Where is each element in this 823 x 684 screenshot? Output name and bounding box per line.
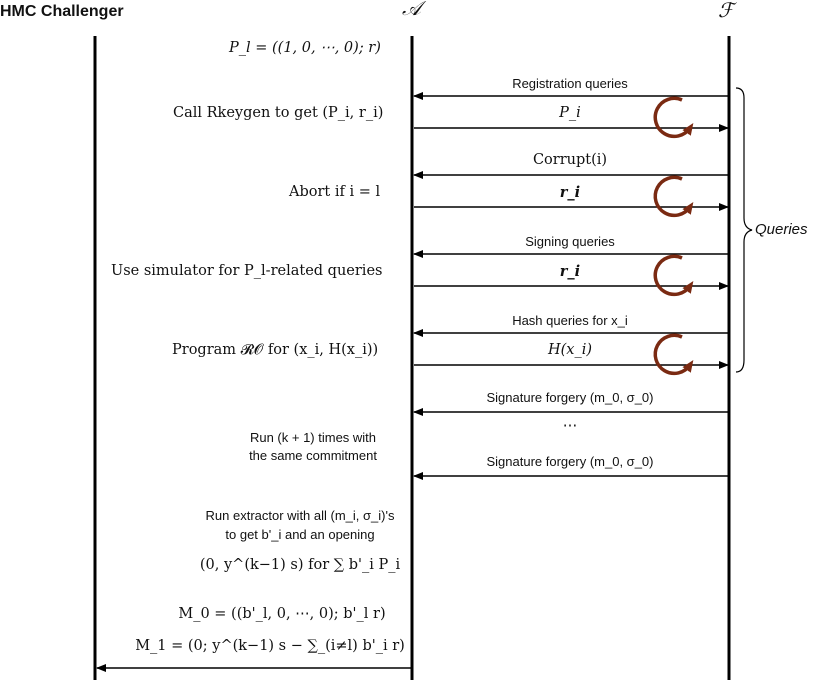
ellipsis-label: ⋯ <box>562 418 578 434</box>
forgery-label-1: Signature forgery (m_0, σ_0) <box>486 390 654 405</box>
program-ro-note: Program 𝓡𝓞 for (x_i, H(x_i)) <box>172 342 379 358</box>
hxi-label: H(x_i) <box>547 342 593 358</box>
m1-note: M_1 = (0; y^(k−1) s − ∑_(i≠l) b'_i r) <box>135 638 405 654</box>
diagram-title: HMC Challenger <box>0 3 124 20</box>
forgery-label-2: Signature forgery (m_0, σ_0) <box>486 454 654 469</box>
repeat-loop-icon <box>653 96 694 139</box>
extract-note-line3: (0, y^(k−1) s) for ∑ b'_i P_i <box>199 557 401 573</box>
queries-brace <box>735 87 753 373</box>
rkeygen-note: Call Rkeygen to get (P_i, r_i) <box>173 105 384 121</box>
run-note-line1: Run (k + 1) times with <box>249 430 377 445</box>
corrupt-label: Corrupt(i) <box>532 152 608 168</box>
abort-note: Abort if i = l <box>289 184 381 200</box>
extract-note-line1: Run extractor with all (m_i, σ_i)'s <box>205 508 395 523</box>
repeat-loop-icon <box>653 254 694 297</box>
repeat-loop-icon <box>653 333 694 376</box>
ri-label-2: r_i <box>559 263 581 280</box>
repeat-loop-icon <box>653 175 694 218</box>
extract-note-line2: to get b'_i and an opening <box>225 527 375 542</box>
ri-label-1: r_i <box>559 184 581 201</box>
registration-label: Registration queries <box>512 76 628 91</box>
hash-label: Hash queries for x_i <box>512 313 628 328</box>
queries-brace-label: Queries <box>755 221 808 238</box>
simulator-note: Use simulator for P_l-related queries <box>111 263 383 279</box>
adversary-label: 𝒜 <box>402 0 421 20</box>
pi-label: P_i <box>559 105 581 121</box>
init-note: P_l = ((1, 0, ⋯, 0); r) <box>229 40 381 56</box>
run-note-line2: the same commitment <box>249 448 377 463</box>
forger-label: ℱ <box>718 0 734 22</box>
signing-label: Signing queries <box>525 234 615 249</box>
m0-note: M_0 = ((b'_l, 0, ⋯, 0); b'_l r) <box>178 606 386 622</box>
